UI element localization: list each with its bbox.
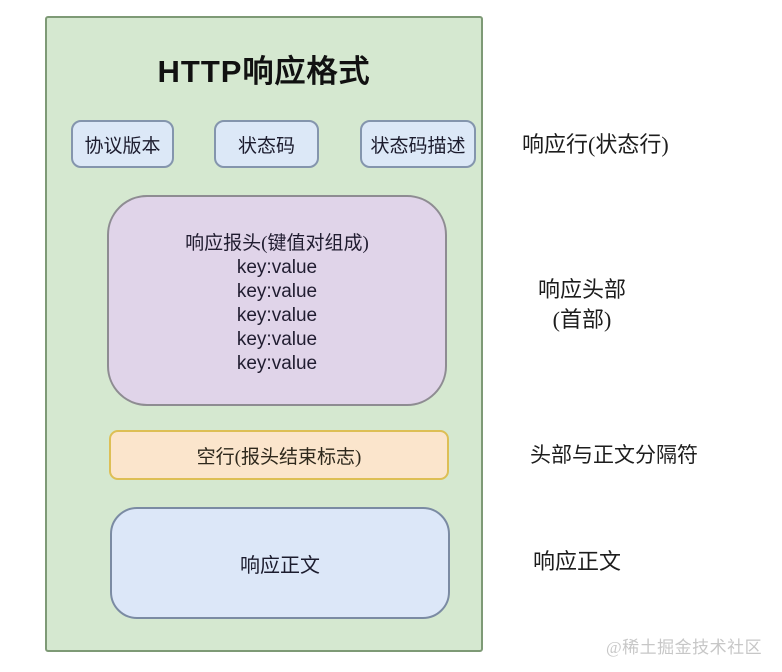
blank-line-box: 空行(报头结束标志) [109, 430, 449, 480]
http-response-panel: HTTP响应格式 协议版本 状态码 状态码描述 响应报头(键值对组成) key:… [45, 16, 483, 652]
response-body-box: 响应正文 [110, 507, 450, 619]
annotation-headers-line1: 响应头部 [537, 277, 626, 302]
status-text-box: 状态码描述 [360, 120, 476, 168]
kv-entry: key:value [236, 329, 318, 350]
annotation-headers: 响应头部 (首部) [532, 275, 632, 335]
kv-entry: key:value [236, 257, 318, 278]
annotation-separator: 头部与正文分隔符 [530, 443, 698, 467]
watermark: @稀土掘金技术社区 [606, 638, 763, 657]
kv-entry: key:value [236, 281, 318, 302]
response-headers-box: 响应报头(键值对组成) key:value key:value key:valu… [107, 195, 447, 406]
annotation-body: 响应正文 [533, 549, 622, 574]
status-code-box: 状态码 [214, 120, 319, 168]
headers-box-title: 响应报头(键值对组成) [185, 233, 369, 254]
panel-title: HTTP响应格式 [157, 54, 371, 89]
annotation-status-line: 响应行(状态行) [522, 132, 669, 157]
protocol-version-box: 协议版本 [71, 120, 174, 168]
kv-entry: key:value [236, 353, 318, 374]
kv-entry: key:value [236, 305, 318, 326]
annotation-headers-line2: (首部) [552, 307, 612, 332]
